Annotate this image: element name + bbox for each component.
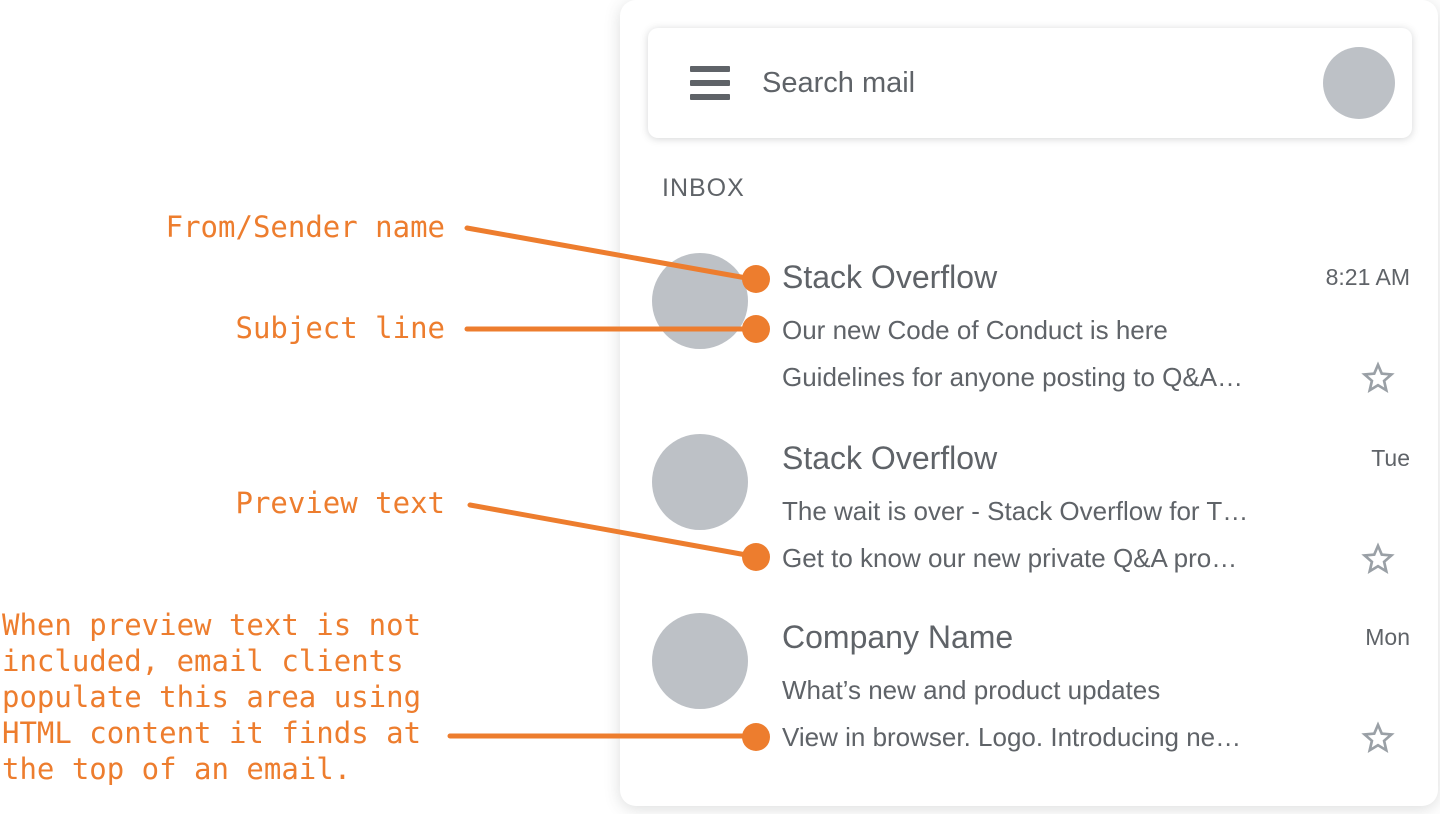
email-preview: Get to know our new private Q&A pro…	[782, 543, 1238, 573]
annotation-paragraph-line: HTML content it finds at	[2, 716, 422, 750]
annotation-paragraph: When preview text is not included, email…	[2, 607, 421, 787]
email-subject: The wait is over - Stack Overflow for T…	[782, 496, 1249, 526]
hamburger-bar	[690, 94, 730, 100]
annotation-paragraph-line: When preview text is not	[2, 608, 422, 642]
annotation-preview-label: Preview text	[235, 486, 445, 520]
email-preview: View in browser. Logo. Introducing ne…	[782, 722, 1242, 752]
star-icon[interactable]	[1358, 358, 1398, 398]
email-timestamp: Tue	[1371, 445, 1410, 471]
email-subject: What’s new and product updates	[782, 675, 1161, 705]
star-outline-glyph	[1361, 721, 1395, 753]
annotation-paragraph-line: included, email clients	[2, 644, 404, 678]
email-list-item[interactable]: Stack Overflow Tue The wait is over - St…	[620, 434, 1438, 582]
hamburger-menu-icon[interactable]	[690, 66, 730, 100]
sender-avatar[interactable]	[652, 434, 748, 530]
email-sender: Stack Overflow	[782, 259, 998, 295]
search-input[interactable]: Search mail	[762, 66, 916, 99]
star-outline-glyph	[1361, 361, 1395, 393]
email-list-item[interactable]: Stack Overflow 8:21 AM Our new Code of C…	[620, 253, 1438, 401]
profile-avatar[interactable]	[1323, 47, 1395, 119]
email-preview: Guidelines for anyone posting to Q&A…	[782, 362, 1244, 392]
annotation-from-sender-label: From/Sender name	[165, 210, 445, 244]
annotation-paragraph-line: the top of an email.	[2, 752, 352, 786]
hamburger-bar	[690, 80, 730, 86]
search-bar[interactable]: Search mail	[648, 28, 1412, 138]
hamburger-bar	[690, 66, 730, 72]
email-list-item[interactable]: Company Name Mon What’s new and product …	[620, 613, 1438, 761]
annotation-subject-label: Subject line	[235, 311, 445, 345]
email-timestamp: Mon	[1365, 624, 1410, 650]
email-timestamp: 8:21 AM	[1325, 264, 1410, 290]
email-subject: Our new Code of Conduct is here	[782, 315, 1168, 345]
star-icon[interactable]	[1358, 539, 1398, 579]
inbox-section-label: INBOX	[662, 174, 745, 202]
email-sender: Company Name	[782, 619, 1014, 655]
email-sender: Stack Overflow	[782, 440, 998, 476]
star-icon[interactable]	[1358, 718, 1398, 758]
sender-avatar[interactable]	[652, 253, 748, 349]
annotation-paragraph-line: populate this area using	[2, 680, 422, 714]
sender-avatar[interactable]	[652, 613, 748, 709]
star-outline-glyph	[1361, 542, 1395, 574]
